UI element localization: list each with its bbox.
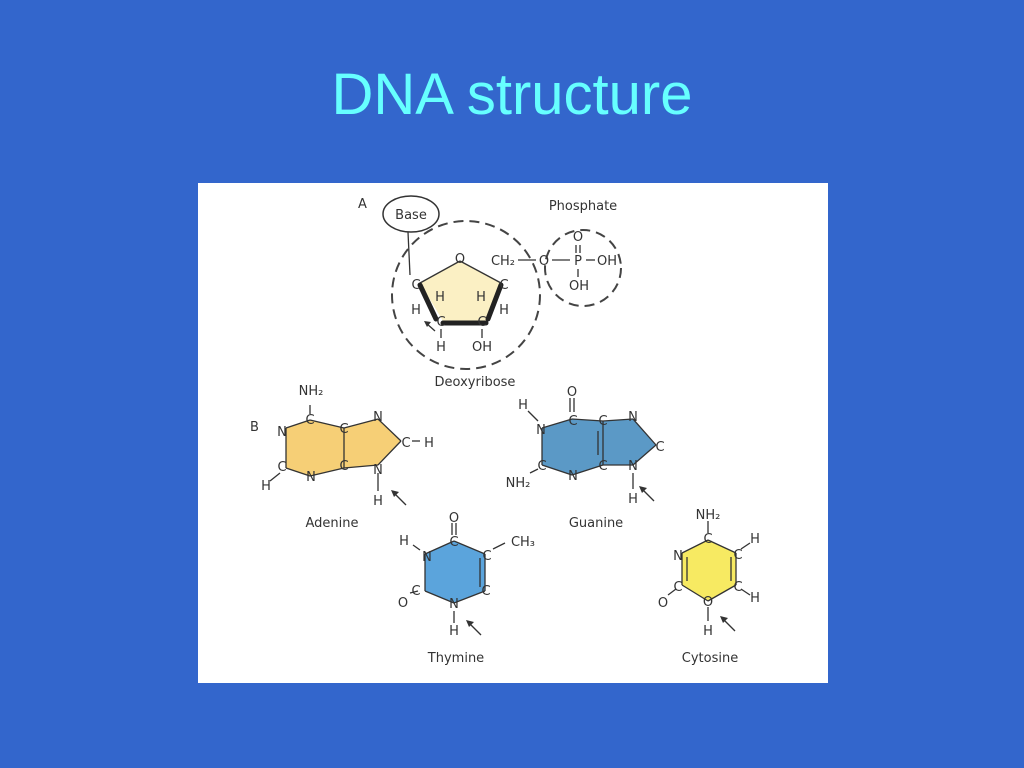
svg-text:C: C	[411, 278, 420, 293]
base-connector	[407, 231, 411, 276]
adenine-molecule	[269, 405, 420, 491]
svg-text:N: N	[628, 410, 638, 425]
svg-text:C: C	[305, 413, 314, 428]
guanine-label: Guanine	[569, 516, 623, 531]
sugar-dashed-circle	[391, 220, 541, 370]
svg-text:C: C	[598, 459, 607, 474]
svg-text:NH₂: NH₂	[299, 384, 324, 399]
ring-bond-left	[417, 282, 439, 322]
svg-text:N: N	[277, 425, 287, 440]
dna-diagram: A Base Phosphate O CH₂ C C H H H H C C H…	[250, 195, 760, 666]
svg-text:H: H	[628, 492, 638, 507]
svg-text:N: N	[422, 550, 432, 565]
svg-text:O: O	[703, 595, 713, 610]
svg-text:C: C	[673, 580, 682, 595]
svg-text:C: C	[481, 584, 490, 599]
svg-text:C: C	[568, 414, 577, 429]
svg-text:N: N	[373, 410, 383, 425]
slide-title: DNA structure	[331, 62, 693, 127]
svg-text:C: C	[655, 440, 664, 455]
svg-text:H: H	[499, 303, 509, 318]
svg-text:C: C	[499, 278, 508, 293]
phosphate-label: Phosphate	[549, 199, 617, 214]
svg-text:C: C	[598, 414, 607, 429]
base-label: Base	[395, 208, 427, 223]
svg-text:O: O	[539, 254, 549, 269]
svg-text:OH: OH	[569, 279, 589, 294]
svg-text:C: C	[733, 548, 742, 563]
svg-text:N: N	[628, 459, 638, 474]
svg-text:H: H	[518, 398, 528, 413]
svg-text:C: C	[537, 459, 546, 474]
svg-text:O: O	[449, 511, 459, 526]
svg-text:H: H	[750, 532, 760, 547]
svg-text:C: C	[436, 315, 445, 330]
svg-text:C: C	[277, 460, 286, 475]
svg-text:O: O	[567, 385, 577, 400]
svg-text:N: N	[306, 470, 316, 485]
svg-text:H: H	[449, 624, 459, 639]
svg-text:NH₂: NH₂	[506, 476, 531, 491]
cytosine-molecule	[667, 521, 751, 621]
svg-text:O: O	[658, 596, 668, 611]
svg-text:OH: OH	[597, 254, 617, 269]
svg-text:C: C	[733, 580, 742, 595]
deoxyribose-ring	[420, 261, 501, 321]
svg-text:N: N	[449, 597, 459, 612]
svg-text:H: H	[703, 624, 713, 639]
svg-text:N: N	[373, 463, 383, 478]
svg-text:C: C	[477, 315, 486, 330]
svg-text:O: O	[398, 596, 408, 611]
svg-text:H: H	[411, 303, 421, 318]
svg-text:C: C	[449, 535, 458, 550]
adenine-label: Adenine	[305, 516, 358, 531]
svg-text:H: H	[435, 290, 445, 305]
deoxyribose-label: Deoxyribose	[435, 375, 516, 390]
base-bubble	[382, 195, 440, 233]
svg-text:H: H	[399, 534, 409, 549]
phosphate-dashed-circle	[544, 229, 622, 307]
svg-text:H: H	[261, 479, 271, 494]
svg-text:C: C	[339, 459, 348, 474]
thymine-molecule	[409, 523, 506, 623]
svg-text:C: C	[703, 532, 712, 547]
cytosine-label: Cytosine	[682, 651, 738, 666]
thymine-label: Thymine	[427, 651, 484, 666]
guanine-molecule	[527, 398, 657, 489]
ch2-group: CH₂	[491, 254, 515, 269]
svg-text:H: H	[373, 494, 383, 509]
svg-text:CH₃: CH₃	[511, 535, 535, 550]
svg-text:C: C	[482, 549, 491, 564]
dna-figure: A Base Phosphate O CH₂ C C H H H H C C H…	[198, 183, 828, 683]
svg-text:N: N	[568, 469, 578, 484]
svg-text:O: O	[573, 230, 583, 245]
svg-text:H: H	[424, 436, 434, 451]
ring-oxygen: O	[455, 252, 465, 267]
svg-text:C: C	[411, 584, 420, 599]
svg-text:N: N	[536, 423, 546, 438]
panel-b-label: B	[250, 420, 259, 435]
svg-text:N: N	[673, 549, 683, 564]
svg-text:NH₂: NH₂	[696, 508, 721, 523]
svg-text:H: H	[750, 591, 760, 606]
svg-text:H: H	[436, 340, 446, 355]
svg-text:C: C	[401, 436, 410, 451]
svg-text:H: H	[476, 290, 486, 305]
ring-bond-right	[485, 282, 504, 322]
panel-a-label: A	[358, 197, 367, 212]
svg-text:C: C	[339, 422, 348, 437]
phosphorus: P	[574, 254, 582, 269]
sugar-oh: OH	[472, 340, 492, 355]
